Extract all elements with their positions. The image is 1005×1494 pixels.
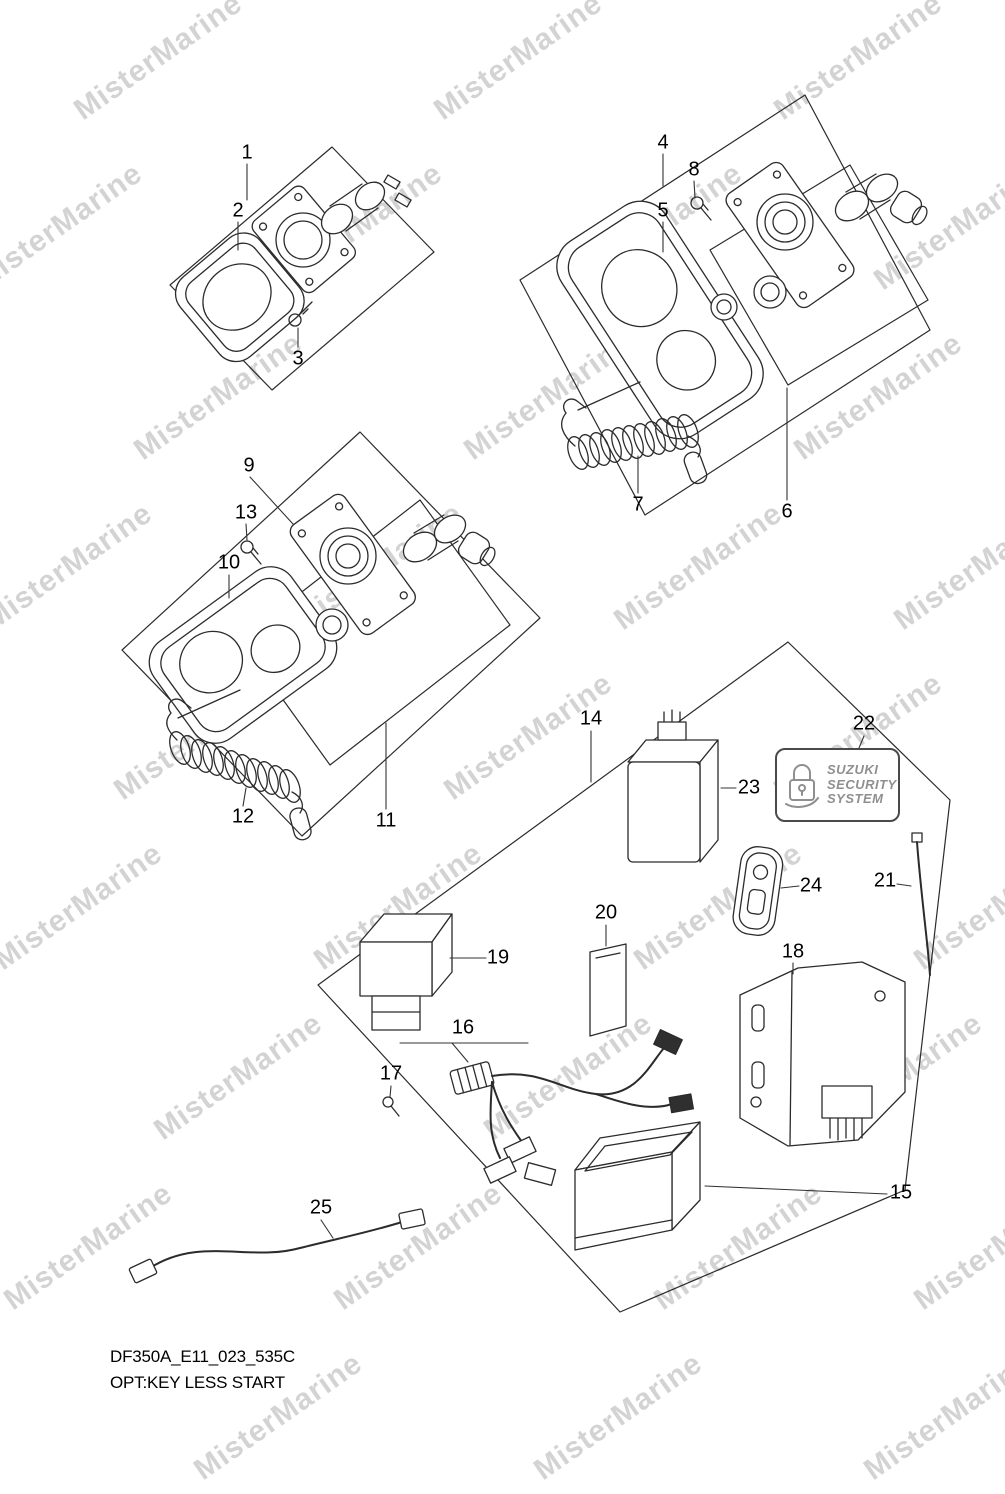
part-20-card: [589, 943, 627, 1037]
grommet-ring: [710, 293, 738, 321]
part-label-5: 5: [657, 199, 669, 222]
part-19-relay: [359, 913, 453, 1031]
part-9-switch-cylinder: [402, 514, 496, 567]
part-label-7: 7: [632, 493, 644, 516]
part-label-10: 10: [217, 551, 241, 574]
part-5-panel: [556, 200, 764, 440]
snap-hook: [562, 398, 587, 414]
assembly-3-keyswitch-set: [121, 431, 541, 841]
part-label-9: 9: [243, 454, 255, 477]
security-label-line3: SYSTEM: [827, 791, 884, 807]
part-label-2: 2: [232, 199, 244, 222]
part-7-lanyard-coil: [561, 398, 708, 485]
part-21-cable-tie: [911, 832, 931, 976]
harness-connector: [668, 1093, 695, 1114]
carabiner-clip: [683, 451, 708, 485]
carabiner-clip: [289, 807, 312, 841]
part-24-key-fob: [732, 846, 784, 936]
part-label-8: 8: [688, 158, 700, 181]
drawing-code: DF350A_E11_023_535C OPT:KEY LESS START: [110, 1344, 295, 1397]
washer-ring: [753, 275, 787, 309]
assembly-2-keyswitch-set: [519, 94, 931, 516]
part-label-19: 19: [486, 946, 510, 969]
harness-connector: [503, 1136, 537, 1164]
part-label-13: 13: [234, 501, 258, 524]
harness-connector: [483, 1156, 517, 1184]
part-label-18: 18: [781, 940, 805, 963]
part-25-cable: [128, 1208, 426, 1284]
part-8-screw: [690, 196, 712, 221]
part-15-holder: [574, 1121, 701, 1251]
part-label-24: 24: [799, 874, 823, 897]
assembly-4-keyless-components: [317, 641, 951, 1313]
part-label-14: 14: [579, 707, 603, 730]
drawing-code-line2: OPT:KEY LESS START: [110, 1373, 285, 1393]
part-label-16: 16: [451, 1016, 475, 1039]
harness-connector: [653, 1029, 683, 1055]
harness-connector: [523, 1161, 557, 1187]
padlock-icon: [783, 756, 821, 815]
part-12-lanyard-coil: [166, 698, 312, 841]
part-1-switch-cylinder: [320, 174, 412, 235]
part-10-panel: [148, 566, 338, 744]
part-label-15: 15: [889, 1181, 913, 1204]
part-label-21: 21: [873, 869, 897, 892]
part-label-25: 25: [309, 1196, 333, 1219]
part-label-4: 4: [657, 131, 669, 154]
harness-main-connector: [449, 1061, 495, 1095]
part-3-screw: [288, 301, 313, 327]
part-18-bracket: [739, 961, 906, 1147]
cable-connector: [128, 1258, 158, 1284]
part-4-switch-cylinder: [834, 173, 928, 226]
part-17-screw: [382, 1096, 400, 1117]
part-16-wire-harness: [449, 1029, 695, 1187]
part-13-screw: [240, 540, 262, 565]
part-label-23: 23: [737, 776, 761, 799]
part-label-11: 11: [375, 809, 397, 832]
part-label-22: 22: [852, 712, 876, 735]
security-system-label: SUZUKI SECURITY SYSTEM: [775, 748, 900, 822]
security-label-line1: SUZUKI: [827, 761, 879, 777]
cable-connector: [398, 1208, 426, 1230]
assembly-1-outline: [169, 146, 435, 391]
bracket-connector: [821, 1085, 873, 1119]
part-label-1: 1: [241, 141, 253, 164]
part-23-control-module: [627, 709, 719, 863]
part-label-20: 20: [594, 901, 618, 924]
part-label-17: 17: [379, 1062, 403, 1085]
part-label-6: 6: [781, 500, 793, 523]
leader-lines: [228, 153, 912, 1239]
part-label-12: 12: [231, 805, 255, 828]
snap-hook: [167, 698, 192, 714]
assembly-1-keyswitch: [169, 146, 435, 391]
part-2-bezel: [174, 232, 305, 363]
security-label-line2: SECURITY: [827, 776, 897, 792]
drawing-code-line1: DF350A_E11_023_535C: [110, 1347, 295, 1366]
part-label-3: 3: [292, 347, 304, 370]
